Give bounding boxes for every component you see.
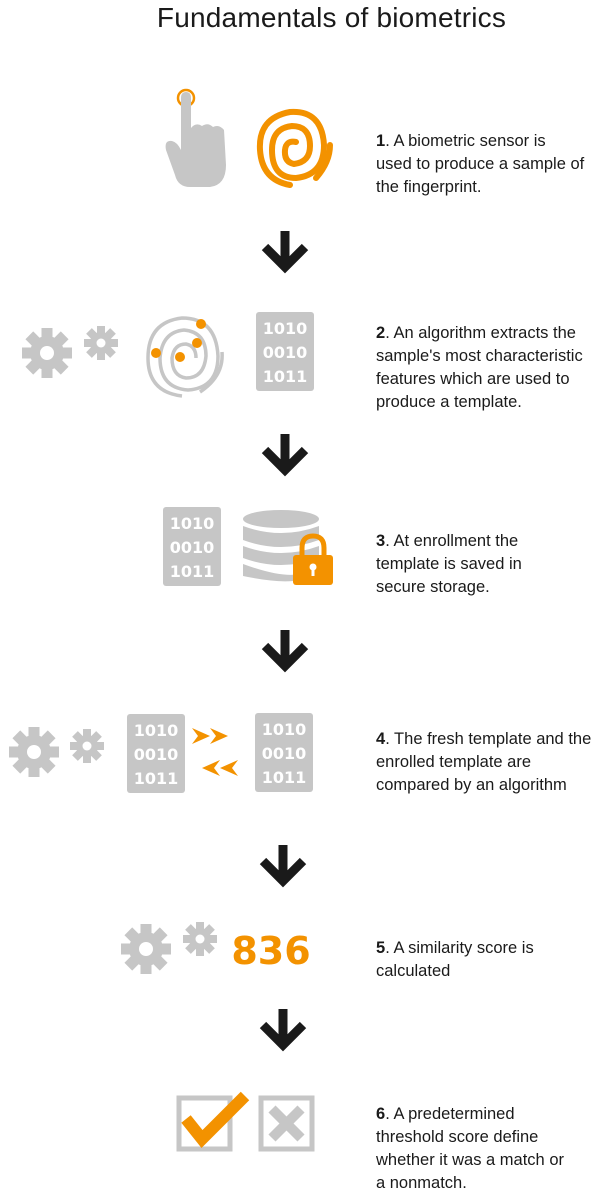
step-2-text: 2. An algorithm extracts the sample's mo… xyxy=(376,324,583,411)
binary-line: 0010 xyxy=(262,744,307,763)
binary-line: 0010 xyxy=(263,343,308,362)
fingerprint-icon xyxy=(256,108,333,188)
binary-line: 0010 xyxy=(134,745,179,764)
binary-line: 1011 xyxy=(263,367,308,386)
step-1-text: 1. A biometric sensor is used to produce… xyxy=(376,132,585,196)
similarity-score: 836 xyxy=(231,929,310,973)
gears-icon xyxy=(9,727,104,777)
binary-template-icon: 1010 0010 1011 xyxy=(255,713,313,792)
binary-line: 1010 xyxy=(170,514,215,533)
binary-line: 1011 xyxy=(170,562,215,581)
binary-line: 1010 xyxy=(134,721,179,740)
binary-line: 1010 xyxy=(263,319,308,338)
step-5-text: 5. A similarity score is calculated xyxy=(376,939,534,980)
step-3-text: 3. At enrollment the template is saved i… xyxy=(376,532,522,596)
checkmark-box-icon xyxy=(176,1091,250,1152)
step-4-text: 4. The fresh template and the enrolled t… xyxy=(376,730,592,794)
binary-template-icon: 1010 0010 1011 xyxy=(256,312,314,391)
database-lock-icon xyxy=(243,510,333,585)
page-title: Fundamentals of biometrics xyxy=(156,2,507,33)
down-arrow-5 xyxy=(263,1009,303,1045)
compare-arrows-icon xyxy=(192,728,238,776)
fingerprint-minutiae-icon xyxy=(146,316,224,398)
binary-line: 0010 xyxy=(170,538,215,557)
binary-line: 1010 xyxy=(262,720,307,739)
gears-icon xyxy=(22,326,118,378)
down-arrow-2 xyxy=(265,434,305,470)
finger-touch-icon xyxy=(165,88,226,187)
binary-line: 1011 xyxy=(134,769,179,788)
binary-template-icon: 1010 0010 1011 xyxy=(127,714,185,793)
step-6-text: 6. A predetermined threshold score defin… xyxy=(376,1105,564,1192)
down-arrow-1 xyxy=(265,231,305,267)
down-arrow-3 xyxy=(265,630,305,666)
x-box-icon xyxy=(258,1095,315,1152)
gears-icon xyxy=(121,922,217,974)
binary-line: 1011 xyxy=(262,768,307,787)
binary-template-icon: 1010 0010 1011 xyxy=(163,507,221,586)
down-arrow-4 xyxy=(263,845,303,881)
